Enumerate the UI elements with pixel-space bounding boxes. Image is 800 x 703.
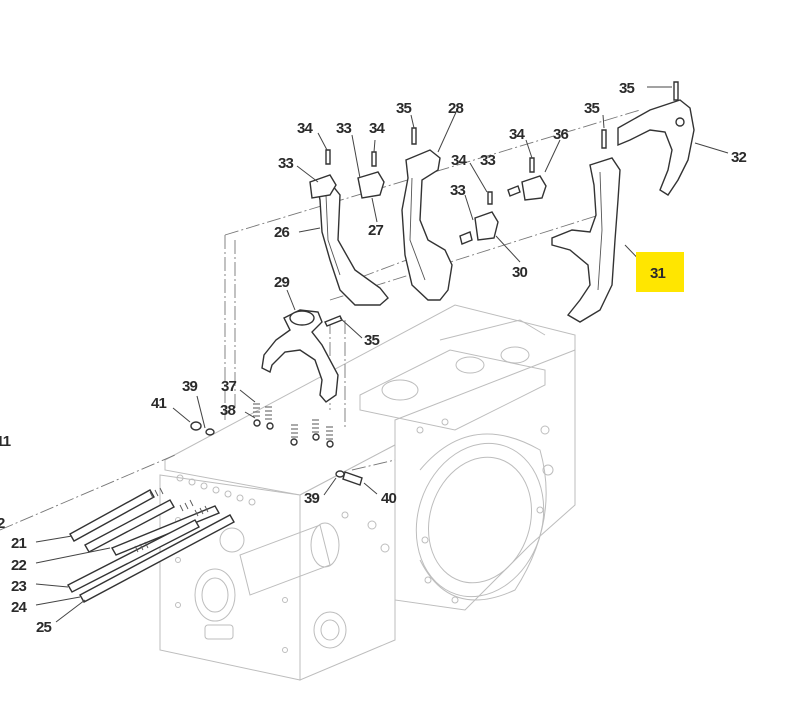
gearbox-housing — [159, 304, 576, 681]
fork-blocks — [309, 171, 547, 245]
shift-fork-32 — [617, 99, 695, 196]
callout-2: 2 — [0, 515, 5, 532]
callout-41: 41 — [151, 395, 167, 412]
callout-39-upper: 39 — [182, 378, 198, 395]
callout-35-lower: 35 — [364, 332, 380, 349]
callout-31: 31 — [650, 265, 666, 282]
callout-31-highlight — [636, 252, 684, 292]
callout-23: 23 — [11, 578, 27, 595]
callout-11: 11 — [0, 433, 11, 450]
shift-fork-29 — [261, 309, 343, 403]
shift-rods — [67, 487, 235, 603]
callout-33-top: 33 — [336, 120, 352, 137]
callout-29: 29 — [274, 274, 290, 291]
callout-38: 38 — [220, 402, 236, 419]
callout-33-mid: 33 — [450, 182, 466, 199]
callout-34-left: 34 — [297, 120, 314, 137]
shift-fork-28 — [401, 149, 453, 301]
callout-26: 26 — [274, 224, 290, 241]
callout-35-right: 35 — [584, 100, 600, 117]
callout-27: 27 — [368, 222, 384, 239]
detent-springs-and-balls — [190, 403, 363, 486]
callout-33-right: 33 — [480, 152, 496, 169]
callout-24: 24 — [11, 599, 28, 616]
callout-labels: 35 32 35 36 34 34 33 33 30 31 35 28 34 3… — [0, 80, 747, 636]
callout-34-top: 34 — [369, 120, 386, 137]
callout-33-left: 33 — [278, 155, 294, 172]
callout-34-right: 34 — [509, 126, 526, 143]
callout-35-top: 35 — [619, 80, 635, 97]
callout-22: 22 — [11, 557, 27, 574]
shift-fork-26 — [317, 184, 389, 306]
callout-35-center: 35 — [396, 100, 412, 117]
callout-40: 40 — [381, 490, 397, 507]
callout-25: 25 — [36, 619, 52, 636]
leader-lines — [35, 86, 729, 623]
roll-pins — [325, 81, 679, 205]
callout-32: 32 — [731, 149, 747, 166]
callout-37: 37 — [221, 378, 237, 395]
callout-39-lower: 39 — [304, 490, 320, 507]
callout-28: 28 — [448, 100, 464, 117]
callout-36: 36 — [553, 126, 569, 143]
callout-21: 21 — [11, 535, 27, 552]
callout-30: 30 — [512, 264, 528, 281]
shift-fork-31 — [551, 157, 621, 323]
callout-34-mid: 34 — [451, 152, 468, 169]
